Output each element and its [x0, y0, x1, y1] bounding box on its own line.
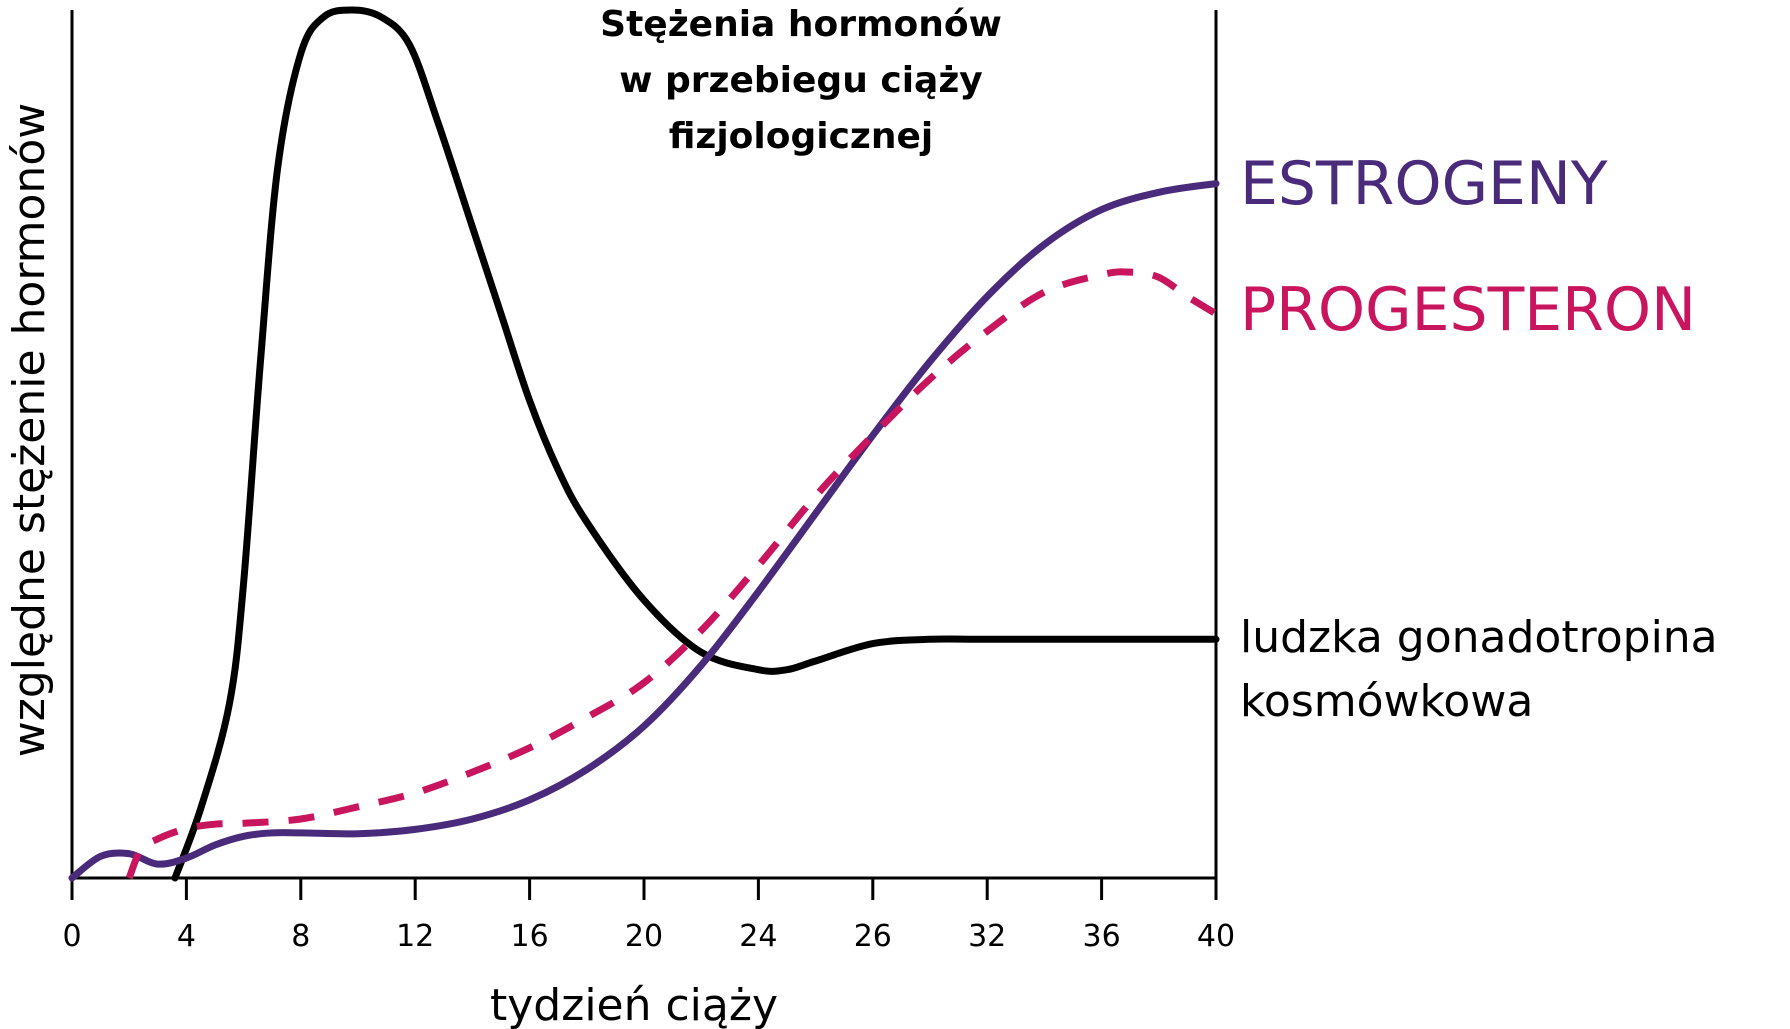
series-lines: [68, 6, 1220, 882]
y-axis-label: względne stężenie hormonów: [4, 103, 55, 757]
title-line-1: Stężenia hormonów: [600, 4, 1002, 45]
x-ticks: 0 4 8 12 16 20 24 26 32 36 40: [62, 878, 1235, 954]
title-line-2: w przebiegu ciąży: [619, 60, 983, 101]
x-tick-label: 26: [854, 919, 892, 954]
x-tick-label: 0: [62, 919, 81, 954]
x-tick-label: 16: [511, 919, 549, 954]
series-label-progesteron: PROGESTERON: [1240, 275, 1696, 345]
series-label-estrogeny: ESTROGENY: [1240, 149, 1608, 219]
series-label-hcg-line-1: ludzka gonadotropina: [1240, 612, 1718, 663]
x-tick-label: 32: [968, 919, 1006, 954]
series-line-estrogeny: [68, 180, 1220, 882]
x-tick-label: 8: [291, 919, 310, 954]
series-line-hcg: [171, 6, 1220, 882]
x-tick-label: 24: [739, 919, 777, 954]
x-tick-label: 12: [396, 919, 434, 954]
x-tick-label: 40: [1197, 919, 1235, 954]
series-line-progesteron: [125, 268, 1218, 880]
axes: [70, 10, 1218, 880]
x-tick-label: 20: [625, 919, 663, 954]
series-label-hcg-line-2: kosmówkowa: [1240, 676, 1533, 727]
title-line-3: fizjologicznej: [669, 116, 934, 157]
x-tick-label: 36: [1083, 919, 1121, 954]
series-labels: ESTROGENY PROGESTERON ludzka gonadotropi…: [1240, 149, 1718, 727]
x-axis-label: tydzień ciąży: [490, 980, 778, 1029]
x-tick-label: 4: [177, 919, 196, 954]
chart-title: Stężenia hormonów w przebiegu ciąży fizj…: [600, 4, 1002, 157]
